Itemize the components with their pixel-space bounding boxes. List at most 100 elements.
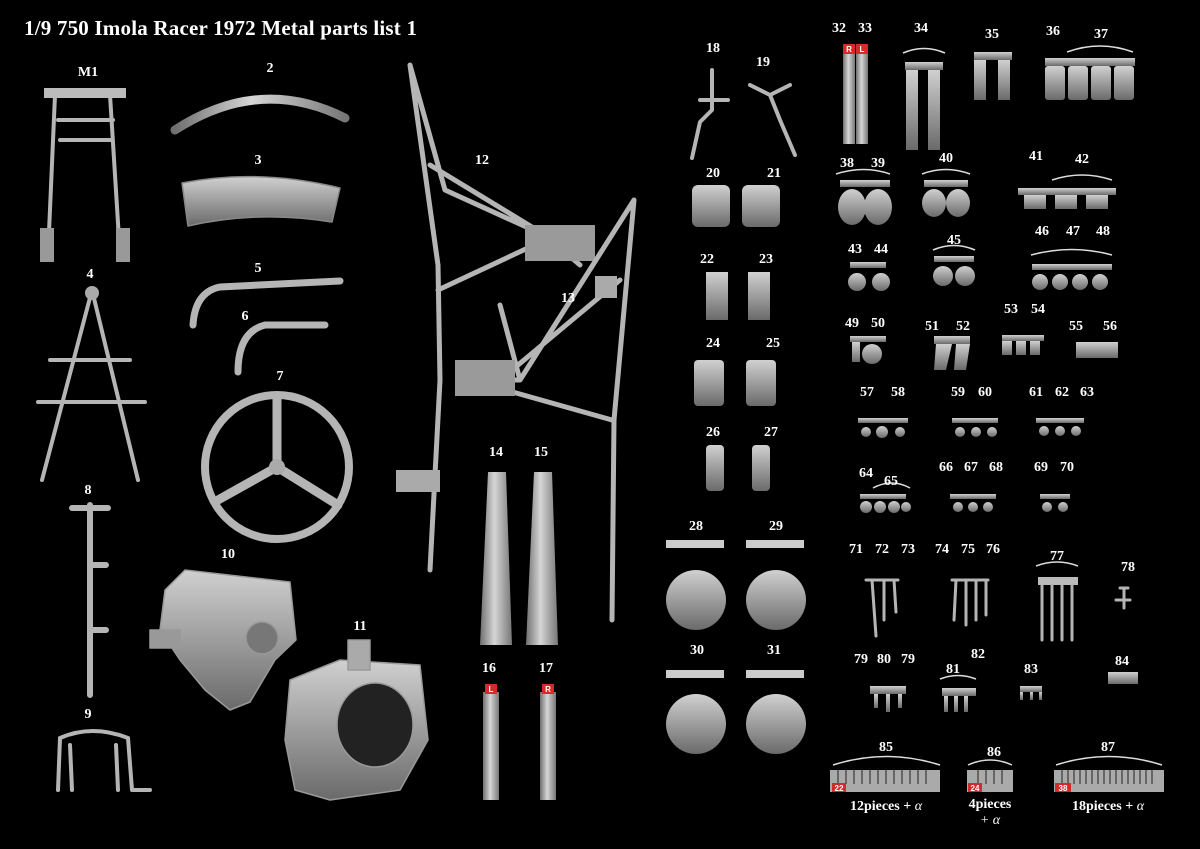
part-label: 33: [858, 21, 872, 36]
part-45: [933, 256, 975, 286]
part-35: [974, 52, 1012, 100]
part-27: [752, 445, 770, 491]
marker-33: L: [860, 45, 865, 54]
part-77: [1038, 577, 1078, 642]
part-label: 47: [1066, 224, 1080, 239]
part-label: 43: [848, 242, 862, 257]
part-label: 14: [489, 445, 503, 460]
part-label: 79: [854, 652, 868, 667]
part-23: [748, 272, 770, 320]
part-label: 26: [706, 425, 720, 440]
part-22: [706, 272, 728, 320]
part-59-60: [952, 418, 998, 437]
part-label: 34: [914, 21, 928, 36]
part-label: 16: [482, 661, 496, 676]
part-label: 28: [689, 519, 703, 534]
part-51-52: [934, 336, 970, 370]
part-55-56: [1076, 342, 1118, 358]
part-label: 29: [769, 519, 783, 534]
part-label: 65: [884, 474, 898, 489]
part-7-wheel: [201, 391, 353, 543]
part-label: 45: [947, 233, 961, 248]
part-label: 48: [1096, 224, 1110, 239]
marker-87: 38: [1059, 784, 1068, 793]
part-label: 80: [877, 652, 891, 667]
part-83: [1020, 686, 1042, 700]
part-label: 3: [254, 153, 262, 168]
part-label: 18: [706, 41, 720, 56]
qty-87: 18pieces + α: [1071, 799, 1145, 814]
part-10-case: [149, 569, 297, 711]
qty-85: 12pieces + α: [849, 799, 923, 814]
part-26: [706, 445, 724, 491]
part-label: 52: [956, 319, 970, 334]
part-78: [1114, 586, 1132, 610]
part-2-fender: [170, 94, 350, 135]
part-8-stick: [69, 502, 111, 698]
part-61-62-63: [1036, 418, 1084, 436]
part-label: 85: [879, 740, 893, 755]
part-label: 41: [1029, 149, 1043, 164]
part-53-54: [1002, 335, 1044, 355]
part-label: 24: [706, 336, 720, 351]
marker-17: R: [545, 685, 551, 694]
part-41-42: [1018, 188, 1116, 209]
part-label: 22: [700, 252, 714, 267]
marker-85: 22: [835, 784, 844, 793]
part-14-tube: [480, 472, 512, 645]
part-29-wheel: [746, 540, 806, 630]
part-81-82: [942, 688, 976, 712]
part-label: 40: [939, 151, 953, 166]
part-43-44: [848, 262, 890, 291]
part-31-wheel: [746, 670, 806, 754]
part-label: 20: [706, 166, 720, 181]
part-m1-fork: [40, 88, 130, 262]
part-label: 19: [756, 55, 770, 70]
part-label: 72: [875, 542, 889, 557]
part-label: 42: [1075, 152, 1089, 167]
part-label: 12: [475, 153, 489, 168]
marker-32: R: [846, 45, 852, 54]
part-label: 59: [951, 385, 965, 400]
part-34: [905, 62, 943, 150]
page-title: 1/9 750 Imola Racer 1972 Metal parts lis…: [24, 16, 418, 40]
part-label: 68: [989, 460, 1003, 475]
part-40: [922, 180, 970, 217]
part-16-shock: [483, 692, 499, 800]
part-label: 23: [759, 252, 773, 267]
part-19-lever: [748, 83, 797, 157]
part-71-72-73: [864, 578, 900, 638]
part-15-tube: [526, 472, 558, 645]
part-label: 63: [1080, 385, 1094, 400]
part-label: 87: [1101, 740, 1115, 755]
part-label: 31: [767, 643, 781, 658]
part-label: 79: [901, 652, 915, 667]
part-85-comb: [830, 770, 940, 792]
part-label: 56: [1103, 319, 1117, 334]
part-label: 49: [845, 316, 859, 331]
part-label: 25: [766, 336, 780, 351]
qty-86: 4pieces+ α: [968, 797, 1012, 829]
part-label: 36: [1046, 24, 1060, 39]
part-label: 10: [221, 547, 235, 562]
part-18-lever: [690, 68, 730, 160]
part-25: [746, 360, 776, 406]
part-label: 46: [1035, 224, 1049, 239]
part-label: 32: [832, 21, 846, 36]
part-87-comb: [1054, 770, 1164, 792]
part-label: 66: [939, 460, 953, 475]
part-label: 15: [534, 445, 548, 460]
part-label: 8: [84, 483, 92, 498]
part-label: 71: [849, 542, 863, 557]
part-label: 2: [266, 61, 274, 76]
part-46-47-48: [1032, 264, 1112, 290]
part-label: 27: [764, 425, 778, 440]
part-label: 64: [859, 466, 873, 481]
part-label: 82: [971, 647, 985, 662]
part-4-stand: [36, 286, 147, 482]
part-38-39: [838, 180, 892, 225]
part-label: 69: [1034, 460, 1048, 475]
marker-86: 24: [971, 784, 980, 793]
part-label: 37: [1094, 27, 1108, 42]
part-label: 9: [84, 707, 92, 722]
